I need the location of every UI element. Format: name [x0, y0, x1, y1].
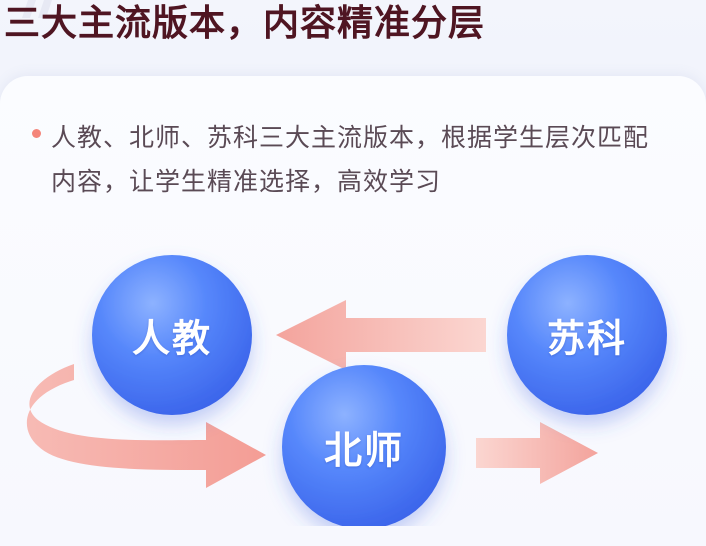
circle-suke: [507, 255, 667, 415]
circle-renjiao: [92, 255, 252, 415]
bullet-dot: [32, 129, 41, 138]
label-beishi: 北师: [323, 428, 405, 473]
arrow-left-icon: [276, 300, 486, 370]
curved-arrow-right-icon: [26, 364, 266, 488]
page-title: 三大主流版本，内容精准分层: [4, 3, 486, 44]
quote-mark-icon: [22, 0, 52, 18]
label-suke: 苏科: [546, 316, 628, 361]
label-renjiao: 人教: [131, 316, 213, 361]
arrow-right-icon: [476, 422, 598, 484]
bullet-text: 人教、北师、苏科三大主流版本，根据学生层次匹配内容，让学生精准选择，高效学习: [51, 123, 650, 196]
circle-beishi: [282, 365, 446, 526]
version-diagram: [26, 255, 667, 526]
